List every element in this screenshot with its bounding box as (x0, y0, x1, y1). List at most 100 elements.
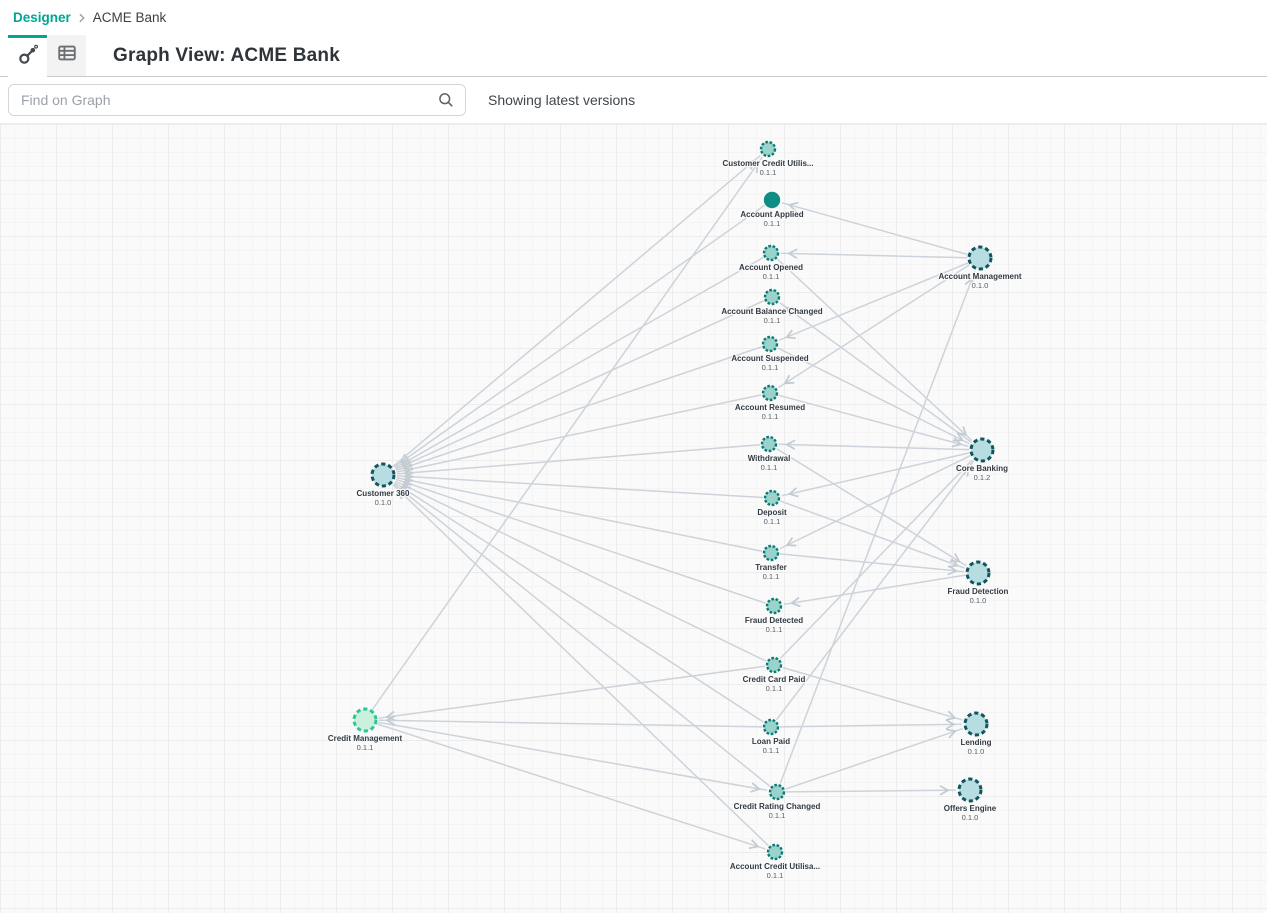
node-circle[interactable] (762, 244, 780, 262)
search-input[interactable] (8, 84, 466, 116)
node-circle[interactable] (965, 560, 991, 586)
status-text: Showing latest versions (488, 92, 636, 108)
chevron-right-icon (75, 11, 89, 25)
graph-edge (779, 455, 971, 550)
graph-edge-arrow-icon (939, 785, 950, 796)
node-label: Customer Credit Utilis... (722, 159, 813, 168)
node-circle[interactable] (763, 489, 781, 507)
graph-edge (377, 721, 768, 792)
graph-edge-arrow-icon (959, 466, 970, 477)
node-version: 0.1.1 (764, 517, 781, 526)
node-label: Deposit (757, 508, 787, 517)
node-label: Account Opened (739, 263, 803, 272)
graph-edge-arrow-icon (397, 489, 408, 500)
node-label: Credit Rating Changed (734, 802, 821, 811)
node-label: Lending (960, 738, 991, 747)
node-label: Account Suspended (731, 354, 808, 363)
node-version: 0.1.1 (761, 463, 778, 472)
node-circle[interactable] (763, 288, 781, 306)
node-version: 0.1.1 (769, 811, 786, 820)
node-version: 0.1.1 (760, 168, 777, 177)
node-label: Withdrawal (748, 454, 791, 463)
node-circle[interactable] (766, 843, 784, 861)
tab-table-view[interactable] (47, 35, 86, 76)
node-circle[interactable] (963, 711, 989, 737)
graph-edge (396, 477, 763, 552)
graph-node-customer_credit_utilisation[interactable]: Customer Credit Utilis...0.1.1 (721, 140, 815, 178)
tab-graph-view[interactable] (8, 35, 47, 77)
graph-edge (396, 478, 766, 604)
graph-edge-arrow-icon (947, 564, 958, 576)
node-circle[interactable] (762, 718, 780, 736)
graph-edge-arrow-icon (945, 719, 956, 730)
node-circle[interactable] (762, 544, 780, 562)
toolbar: Showing latest versions (0, 77, 1267, 123)
node-circle[interactable] (763, 191, 781, 209)
graph-edge-arrow-icon (785, 329, 796, 340)
node-circle[interactable] (759, 140, 777, 158)
graph-edge (782, 666, 963, 721)
graph-edge (377, 723, 766, 850)
graph-edge (775, 460, 975, 721)
node-version: 0.1.1 (357, 743, 374, 752)
node-version: 0.1.0 (375, 498, 392, 507)
graph-edge (394, 256, 764, 469)
node-circle[interactable] (969, 437, 995, 463)
node-circle[interactable] (967, 245, 993, 271)
graph-edge-arrow-icon (748, 839, 760, 850)
node-circle[interactable] (768, 783, 786, 801)
node-version: 0.1.1 (763, 572, 780, 581)
node-circle[interactable] (765, 597, 783, 615)
graph-edge (392, 154, 761, 468)
graph-edge-arrow-icon (787, 248, 798, 259)
tab-strip: Graph View: ACME Bank (0, 35, 1267, 77)
breadcrumb: Designer ACME Bank (0, 0, 1267, 35)
node-circle[interactable] (352, 707, 378, 733)
node-circle[interactable] (761, 384, 779, 402)
graph-edge (779, 270, 976, 784)
graph-edge-arrow-icon (787, 201, 799, 212)
page-title: Graph View: ACME Bank (113, 44, 340, 66)
node-label: Core Banking (956, 464, 1008, 473)
graph-edge (779, 302, 972, 443)
graph-edge (778, 262, 969, 341)
node-circle[interactable] (370, 462, 396, 488)
node-version: 0.1.2 (974, 473, 991, 482)
node-circle[interactable] (761, 335, 779, 353)
node-circle[interactable] (957, 777, 983, 803)
graph-edge (396, 346, 762, 472)
graph-edge-arrow-icon (945, 710, 957, 721)
graph-node-account_credit_utilisation[interactable]: Account Credit Utilisa...0.1.1 (729, 843, 821, 881)
graph-view-icon (17, 44, 39, 71)
node-circle[interactable] (765, 656, 783, 674)
node-version: 0.1.0 (968, 747, 985, 756)
graph-edge-arrow-icon (787, 487, 799, 498)
node-version: 0.1.1 (767, 871, 784, 880)
graph-edge (393, 483, 771, 787)
node-circle[interactable] (760, 435, 778, 453)
graph-edge (396, 443, 761, 475)
graph-edge (778, 264, 970, 389)
breadcrumb-designer-link[interactable]: Designer (13, 10, 71, 25)
